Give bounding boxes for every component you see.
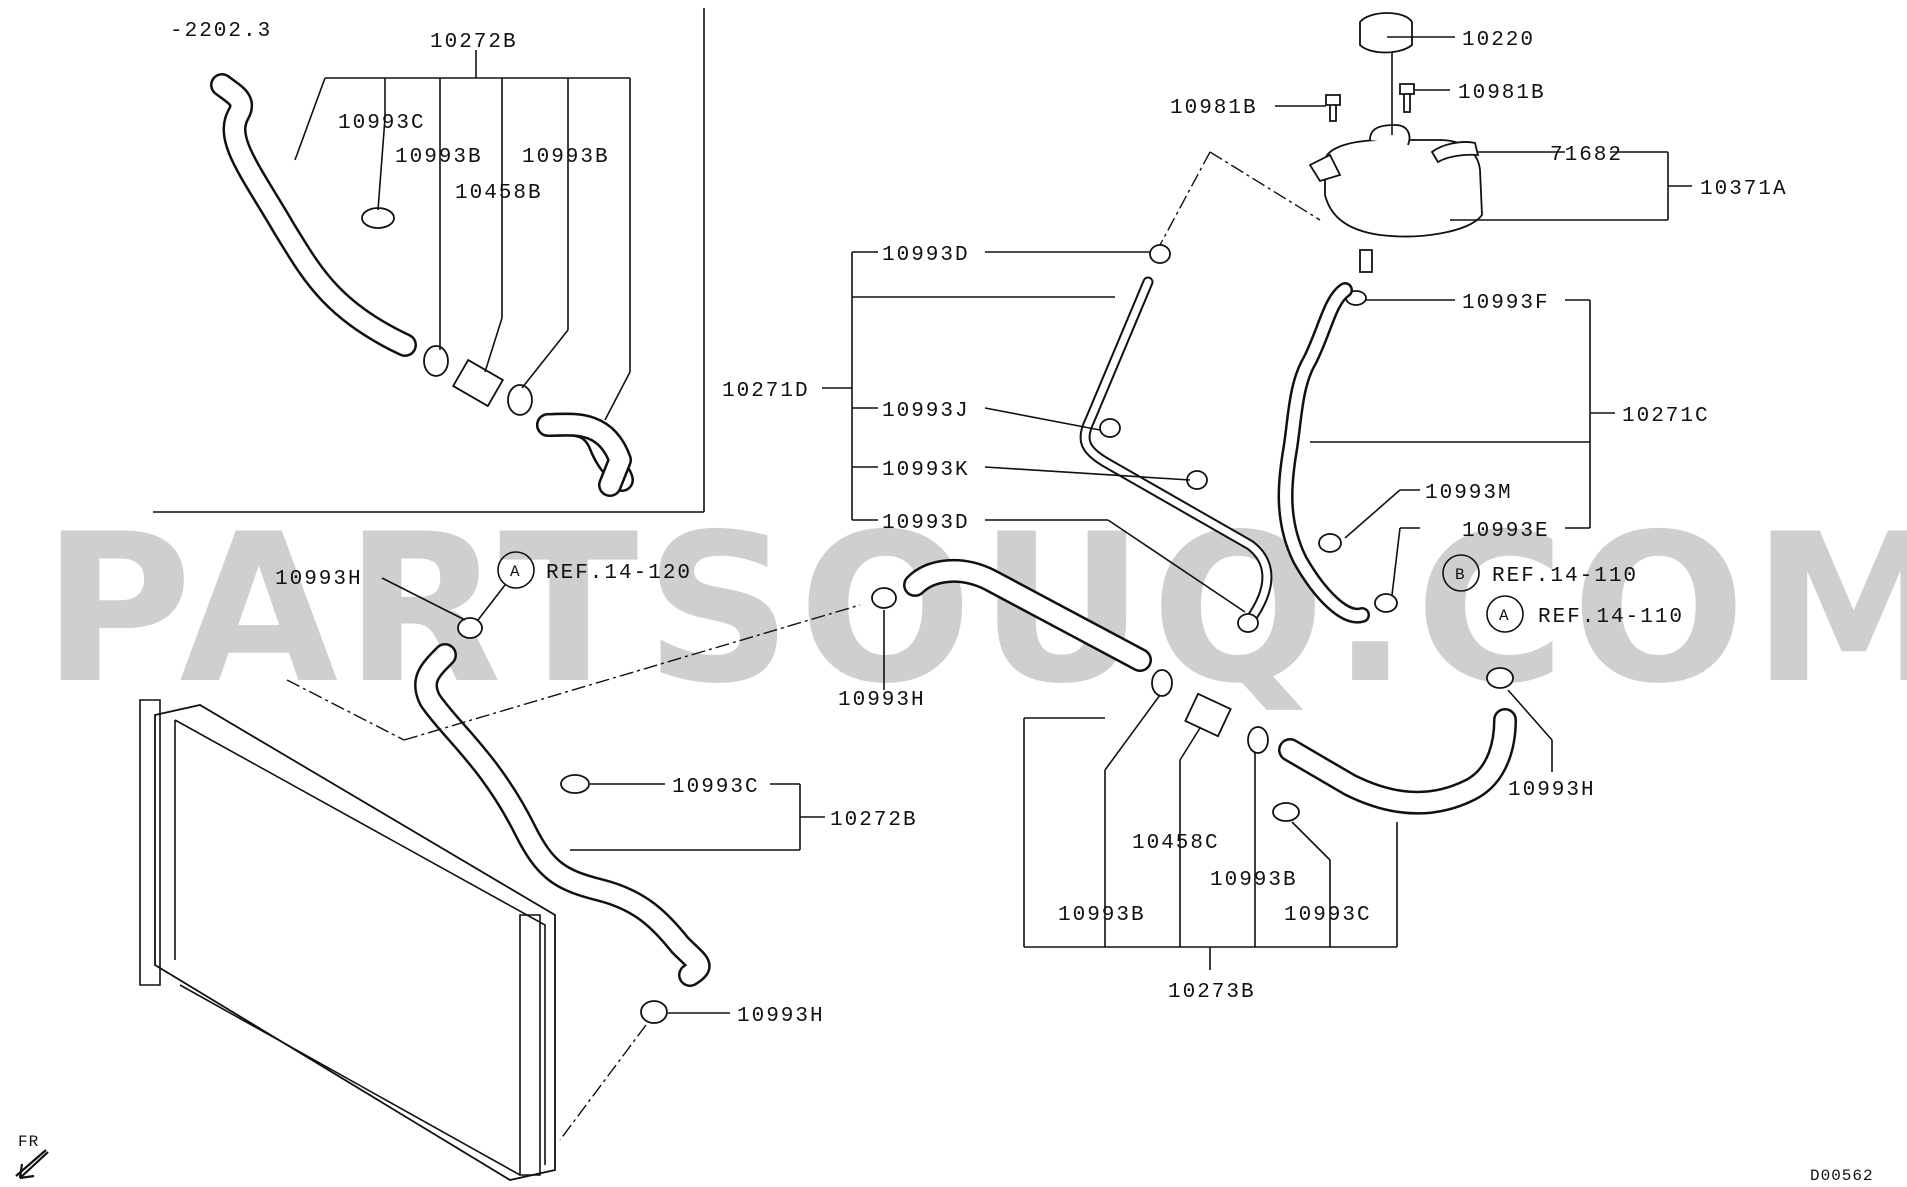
hose-10271C-leaders [1310,299,1615,596]
clamp-10993C-inset [361,207,395,229]
ref-a-left-text: REF.14-120 [546,562,692,585]
clamp-10993M [1318,533,1342,553]
clamp-10993D-mid [1237,613,1259,633]
label-10993J: 10993J [882,400,970,423]
label-10981B-left: 10981B [1170,97,1258,120]
ref-a-right: A REF.14-110 [1486,595,1684,633]
label-10272B-inset: 10272B [430,31,518,54]
inset-frame [153,8,705,513]
ref-b-letter: B [1455,566,1466,584]
label-10993F: 10993F [1462,292,1550,315]
label-10981B-right: 10981B [1458,82,1546,105]
ref-a-left-letter: A [510,563,521,581]
label-71682: 71682 [1550,144,1623,167]
ref-b: B REF.14-110 [1442,554,1638,592]
front-direction-marker: FR [15,1133,49,1180]
reservoir-leaders [1275,36,1692,221]
clamp-10993H-left [457,617,483,639]
watermark: PARTSOUQ.COM [42,491,1907,729]
joint-10458B [451,358,505,408]
label-10993C-inset: 10993C [338,112,426,135]
clamp-10993B-bottom-b [1247,726,1269,754]
hose-10273B [871,558,1517,822]
label-10993M: 10993M [1425,482,1513,505]
clamp-10993B-inset-b [507,384,533,416]
hose-10273B-leaders [883,610,1553,970]
ref-a-left: A REF.14-120 [497,551,692,589]
label-sticker-71682 [1430,141,1480,164]
clamp-10993C-mid [560,774,590,794]
label-10993E: 10993E [1462,520,1550,543]
label-header-ref: -2202.3 [170,20,272,43]
joint-10458C [1184,692,1232,738]
label-10993C-mid: 10993C [672,776,760,799]
label-10273B: 10273B [1168,981,1256,1004]
inset-hose-assembly [210,73,634,497]
label-10993C-bottom: 10993C [1284,904,1372,927]
label-10993H-center: 10993H [838,689,926,712]
hose-10271D [1079,244,1273,633]
label-10993H-right: 10993H [1508,779,1596,802]
label-10993B-inset-a: 10993B [395,146,483,169]
label-10993H-left: 10993H [275,568,363,591]
label-10371A: 10371A [1700,178,1788,201]
clamp-10993H-bottom [640,1000,668,1024]
clamp-10993J [1099,418,1121,438]
clamp-10993B-bottom-a [1151,669,1173,697]
hose-10272B-leaders [286,577,861,1141]
reservoir-cap [1359,12,1413,54]
hose-10271C [1277,282,1398,624]
label-10993D-top: 10993D [882,244,970,267]
label-10993K: 10993K [882,459,970,482]
label-10993B-inset-b: 10993B [522,146,610,169]
bolt-10981B-left [1325,94,1341,122]
label-10458B: 10458B [455,182,543,205]
reservoir-tank [1324,139,1483,238]
hose-10271D-leaders [822,151,1321,613]
label-10993B-bottom-b: 10993B [1210,869,1298,892]
clamp-10993H-center [871,587,897,609]
inset-leaders [294,50,631,421]
clamp-10993E [1374,593,1398,613]
fr-label: FR [18,1133,39,1151]
hose-10272B-lower [414,617,711,1024]
ref-a-right-text: REF.14-110 [1538,606,1684,629]
reservoir-tank-assembly [1308,12,1483,306]
radiator [139,699,556,1181]
ref-a-right-letter: A [1499,607,1510,625]
label-10220: 10220 [1462,29,1535,52]
label-10993D-mid: 10993D [882,512,970,535]
ref-b-text: REF.14-110 [1492,565,1638,588]
clamp-10993H-right [1486,667,1514,689]
label-10993H-bottom: 10993H [737,1005,825,1028]
label-10271C: 10271C [1622,405,1710,428]
label-10458C: 10458C [1132,832,1220,855]
clamp-10993C-bottom [1272,802,1300,822]
diagram-code: D00562 [1810,1167,1874,1185]
label-10993B-bottom-a: 10993B [1058,904,1146,927]
clamp-10993B-inset-a [423,345,449,377]
bolt-10981B-right [1399,83,1415,113]
label-10271D: 10271D [722,380,810,403]
label-10272B-mid: 10272B [830,809,918,832]
clamp-10993D-top [1149,244,1171,264]
fr-arrow-icon [15,1149,49,1180]
